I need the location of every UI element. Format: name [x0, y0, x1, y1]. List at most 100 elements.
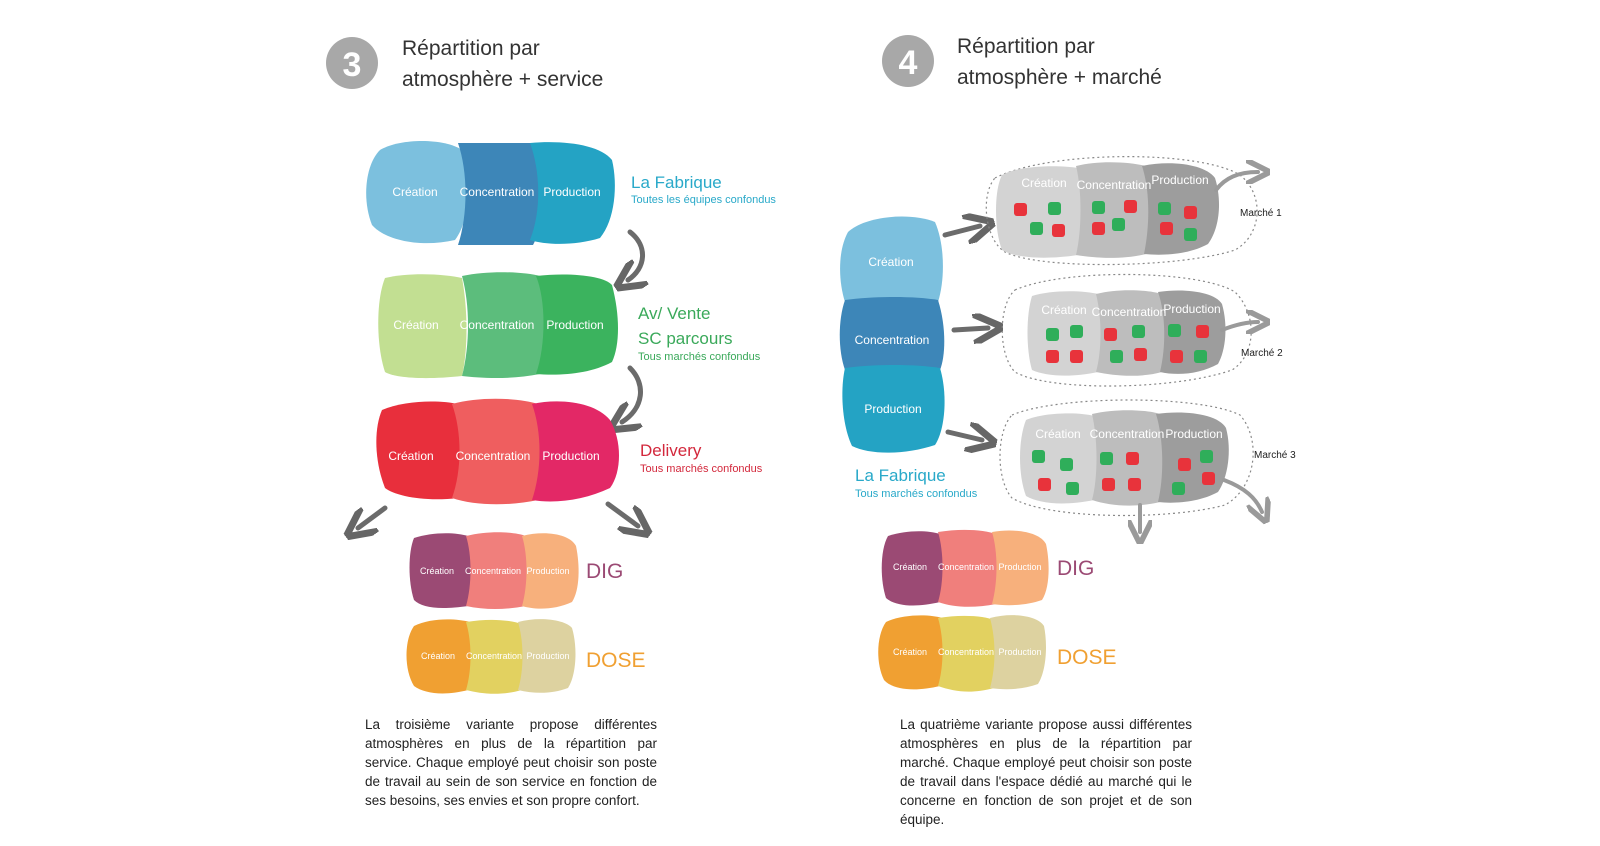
right-dose-creation-label: Création — [893, 647, 927, 657]
left-fabrique-title: La Fabrique — [631, 173, 722, 192]
left-fabrique-group: Création Concentration Production La Fab… — [366, 141, 776, 245]
right-dose-group: Création Concentration Production DOSE — [878, 615, 1117, 692]
left-fabrique-production-blob — [530, 142, 615, 244]
left-dose-concentration-blob — [466, 619, 526, 694]
left-delivery-creation-blob — [376, 401, 464, 500]
step-number-4: 4 — [899, 44, 918, 82]
seat — [1104, 328, 1117, 341]
right-fabrique-creation-blob — [840, 216, 943, 307]
right-fabrique-production-label: Production — [864, 402, 921, 416]
market-2-boundary — [1001, 273, 1252, 387]
right-fabrique-group: Création Concentration Production La Fab… — [839, 216, 978, 500]
seat — [1126, 452, 1139, 465]
left-arrow-1 — [628, 229, 643, 280]
left-avvente-title-line2: SC parcours — [638, 329, 732, 348]
right-dose-concentration-label: Concentration — [938, 647, 994, 657]
seat — [1100, 452, 1113, 465]
left-delivery-concentration-blob — [452, 398, 544, 505]
seat — [1070, 325, 1083, 338]
left-avvente-production-label: Production — [546, 318, 603, 332]
market-3-concentration-label: Concentration — [1090, 427, 1165, 441]
right-dose-title: DOSE — [1057, 646, 1117, 669]
market-2-group: Création Concentration Production Marché… — [1001, 273, 1283, 387]
market-3-creation-label: Création — [1035, 427, 1080, 441]
market-3-exit-arrow-right — [1222, 478, 1262, 512]
left-description: La troisième variante propose différente… — [365, 717, 657, 808]
seat — [1110, 350, 1123, 363]
left-dose-creation-blob — [406, 619, 473, 694]
seat — [1032, 450, 1045, 463]
market-2-creation-label: Création — [1041, 303, 1086, 317]
left-avvente-concentration-blob — [462, 272, 546, 378]
seat — [1102, 478, 1115, 491]
left-title-line2: atmosphère + service — [402, 68, 603, 91]
step-badge-4 — [882, 35, 934, 87]
left-fabrique-creation-blob — [366, 141, 469, 244]
seat — [1168, 324, 1181, 337]
right-title-line1: Répartition par — [957, 35, 1095, 58]
left-dose-production-blob — [518, 619, 576, 693]
seat — [1172, 482, 1185, 495]
seat — [1196, 325, 1209, 338]
left-dose-concentration-label: Concentration — [466, 651, 522, 661]
market-1-seats — [1014, 200, 1197, 241]
left-header: 3 Répartition par atmosphère + service — [326, 37, 603, 91]
market-2-seats — [1046, 324, 1209, 363]
right-dig-title: DIG — [1057, 557, 1094, 580]
left-fabrique-concentration-label: Concentration — [460, 185, 535, 199]
left-fabrique-production-label: Production — [543, 185, 600, 199]
left-dose-creation-label: Création — [421, 651, 455, 661]
market-1-group: Création Concentration Production Marché… — [985, 156, 1282, 266]
seat — [1070, 350, 1083, 363]
seat — [1158, 202, 1171, 215]
market-1-exit-arrow — [1214, 172, 1258, 192]
right-arrow-to-market-1 — [942, 226, 980, 235]
left-avvente-group: Création Concentration Production Av/ Ve… — [378, 272, 761, 379]
left-dig-concentration-blob — [466, 532, 530, 609]
right-fabrique-subtitle: Tous marchés confondus — [855, 488, 978, 500]
seat — [1030, 222, 1043, 235]
left-arrow-split-right — [605, 501, 638, 526]
right-dose-concentration-blob — [938, 615, 998, 692]
right-dig-concentration-label: Concentration — [938, 562, 994, 572]
seat — [1038, 478, 1051, 491]
seat — [1060, 458, 1073, 471]
right-fabrique-production-blob — [842, 365, 945, 453]
right-description: La quatrième variante propose aussi diff… — [900, 717, 1192, 827]
left-avvente-title-line1: Av/ Vente — [638, 304, 710, 323]
seat — [1134, 348, 1147, 361]
seat — [1128, 478, 1141, 491]
left-avvente-subtitle: Tous marchés confondus — [638, 351, 761, 363]
step-number-3: 3 — [343, 46, 362, 84]
left-delivery-production-blob — [532, 401, 619, 502]
right-title-line2: atmosphère + marché — [957, 66, 1162, 89]
market-2-concentration-label: Concentration — [1092, 305, 1167, 319]
seat — [1202, 472, 1215, 485]
left-title-line1: Répartition par — [402, 37, 540, 60]
seat — [1092, 201, 1105, 214]
right-dose-production-label: Production — [998, 647, 1041, 657]
left-avvente-creation-blob — [378, 274, 467, 379]
seat — [1132, 325, 1145, 338]
right-fabrique-concentration-blob — [839, 297, 945, 375]
market-1-production-label: Production — [1151, 173, 1208, 187]
left-delivery-group: Création Concentration Production Delive… — [376, 398, 763, 505]
right-arrow-to-market-2 — [951, 328, 988, 330]
right-dig-production-label: Production — [998, 562, 1041, 572]
market-1-concentration-blob — [1076, 162, 1151, 258]
left-dose-title: DOSE — [586, 649, 646, 672]
left-fabrique-concentration-blob — [458, 143, 542, 245]
seat — [1112, 218, 1125, 231]
right-fabrique-concentration-label: Concentration — [855, 333, 930, 347]
left-fabrique-subtitle: Toutes les équipes confondus — [631, 194, 776, 206]
left-arrow-2 — [622, 365, 643, 422]
market-1-creation-label: Création — [1021, 176, 1066, 190]
left-dig-creation-label: Création — [420, 566, 454, 576]
left-delivery-title: Delivery — [640, 441, 702, 460]
left-delivery-concentration-label: Concentration — [456, 449, 531, 463]
left-dig-creation-blob — [409, 533, 472, 608]
left-dig-concentration-label: Concentration — [465, 566, 521, 576]
market-1-concentration-label: Concentration — [1077, 178, 1152, 192]
market-3-group: Création Concentration Production Marché… — [999, 399, 1296, 532]
seat — [1184, 228, 1197, 241]
